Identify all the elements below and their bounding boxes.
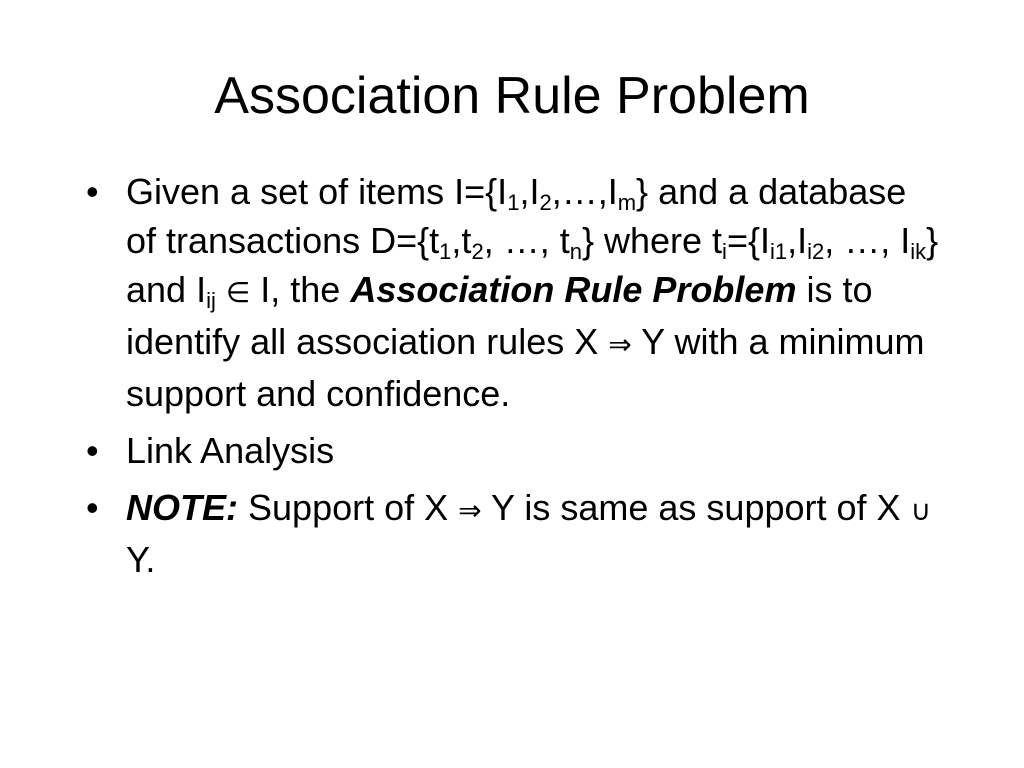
subscript: 2 xyxy=(471,239,484,264)
text-segment: ,t xyxy=(451,220,472,261)
text-given: Given a set of items I={I xyxy=(126,171,508,212)
text-segment: I, the xyxy=(260,269,341,310)
slide-title: Association Rule Problem xyxy=(214,67,810,125)
text-segment: ,I xyxy=(519,171,540,212)
text-segment: ,…,I xyxy=(551,171,618,212)
implies-symbol: ⇒ xyxy=(458,494,482,527)
subscript: ik xyxy=(910,239,927,264)
subscript: i2 xyxy=(807,239,825,264)
bullet-list: • Given a set of items I={I1,I2,…,Im} an… xyxy=(80,167,940,592)
element-of-symbol: ∈ xyxy=(225,276,251,309)
text-segment: Y is same as support of X xyxy=(491,487,901,528)
bullet-icon: • xyxy=(86,171,99,212)
implies-symbol: ⇒ xyxy=(608,328,632,361)
subscript: m xyxy=(617,190,637,215)
text-segment: is to identify all association rules X xyxy=(126,269,873,362)
bullet-item-link-analysis: • Link Analysis xyxy=(80,426,940,475)
text-segment: Y. xyxy=(126,539,156,580)
text-segment: , …, t xyxy=(483,220,570,261)
subscript: n xyxy=(569,239,582,264)
bullet-icon: • xyxy=(86,430,99,471)
bullet-text: Link Analysis xyxy=(126,430,335,471)
union-symbol: ∪ xyxy=(910,494,932,527)
text-segment: } where t xyxy=(581,220,723,261)
text-segment: } and a database of transactions D={t xyxy=(126,171,907,261)
emphasized-term: Association Rule Problem xyxy=(350,269,797,310)
text-segment: , …, I xyxy=(824,220,911,261)
text-segment: Y with a minimum support and confidence. xyxy=(126,321,925,414)
bullet-icon: • xyxy=(86,487,99,528)
subscript: i1 xyxy=(770,239,788,264)
subscript: 2 xyxy=(539,190,552,215)
bullet-item-note: • NOTE: Support of X ⇒ Y is same as supp… xyxy=(80,483,940,584)
text-segment: ={I xyxy=(726,220,770,261)
subscript: 1 xyxy=(507,190,520,215)
text-segment: ,I xyxy=(787,220,808,261)
subscript: 1 xyxy=(439,239,452,264)
text-segment: } and I xyxy=(126,220,939,310)
text-segment: Support of X xyxy=(248,487,449,528)
subscript: ij xyxy=(206,288,216,313)
bullet-item-problem-definition: • Given a set of items I={I1,I2,…,Im} an… xyxy=(80,167,940,418)
note-label: NOTE: xyxy=(126,487,238,528)
subscript: i xyxy=(722,239,727,264)
